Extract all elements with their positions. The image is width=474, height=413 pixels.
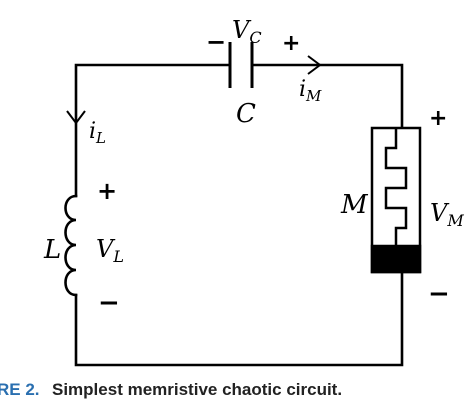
inductor-label: L	[43, 235, 61, 265]
circuit-wires	[74, 63, 404, 367]
memristor-current-label: iM	[299, 77, 322, 105]
capacitor-minus-sign: −	[206, 28, 226, 56]
memristor	[370, 126, 422, 274]
inductor-voltage-label: VL	[96, 235, 124, 266]
capacitor-label: C	[236, 99, 256, 129]
memristor-label: M	[340, 190, 369, 220]
figure-caption-text: Simplest memristive chaotic circuit.	[52, 380, 343, 399]
inductor-current-label: iL	[89, 119, 106, 147]
memristor-plus-sign: +	[429, 106, 447, 131]
inductor-current-arrow-icon	[66, 110, 86, 125]
inductor-coil-icon	[64, 194, 78, 297]
memristor-voltage-label: VM	[430, 199, 464, 230]
figure-number: RE 2.	[0, 380, 40, 399]
inductor-minus-sign: −	[98, 288, 120, 318]
memristor-minus-sign: −	[428, 279, 450, 309]
capacitor	[228, 42, 254, 88]
inductor-plus-sign: +	[97, 177, 117, 205]
capacitor-plus-sign: +	[282, 31, 300, 56]
memristor-current-arrow-icon	[307, 55, 322, 75]
capacitor-voltage-label: VC	[232, 16, 262, 47]
